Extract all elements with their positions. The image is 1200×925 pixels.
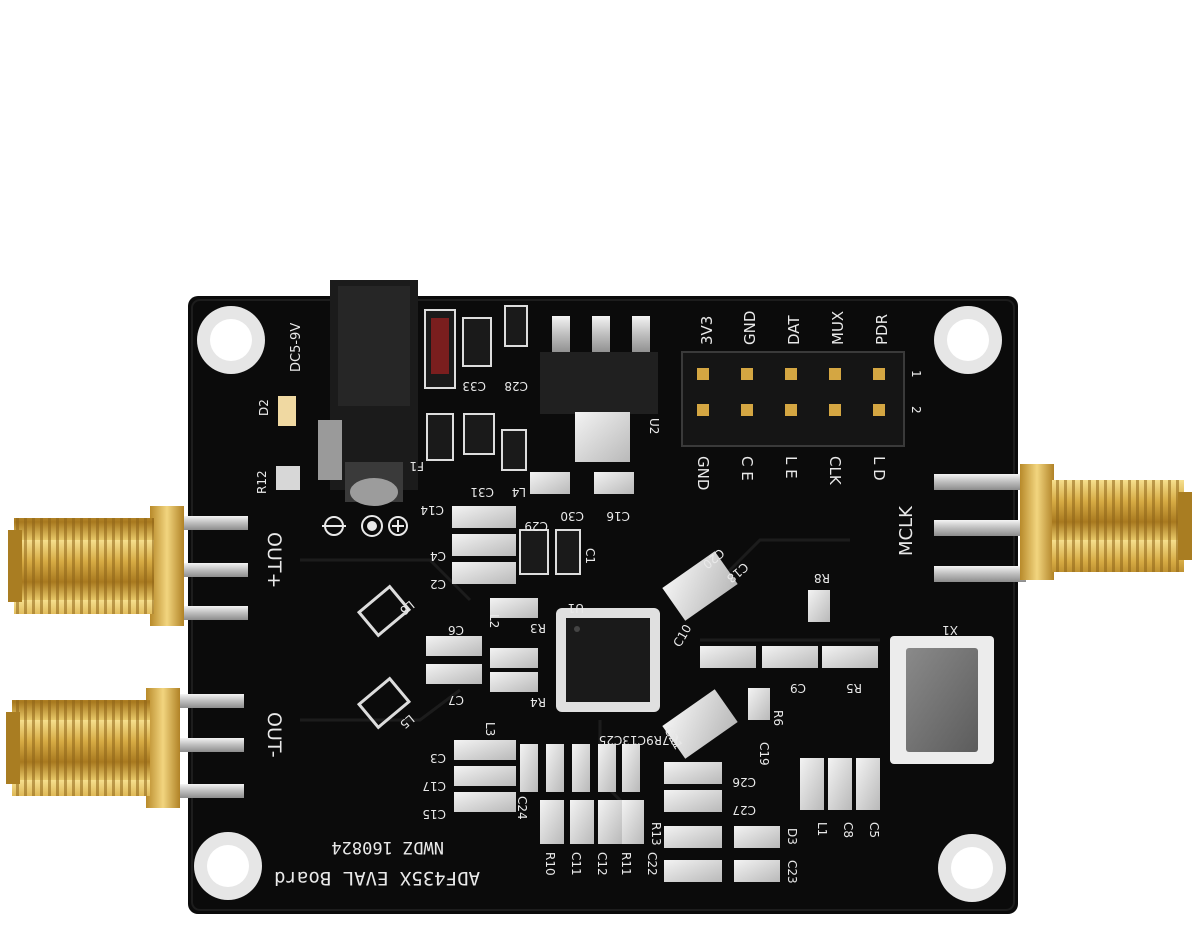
des-d2: D2 xyxy=(257,399,271,416)
des-c12: C12 xyxy=(595,852,609,876)
des-c16: C16 xyxy=(606,509,630,523)
des-r5: R5 xyxy=(846,681,862,695)
row-mark-1: 1 xyxy=(909,370,923,378)
des-c1: C1 xyxy=(583,548,597,564)
des-d3: D3 xyxy=(785,828,799,845)
pin-label-ld: L D xyxy=(870,456,888,481)
crystal-x1 xyxy=(890,636,994,764)
des-c17: C17 xyxy=(422,779,446,793)
des-r6: R6 xyxy=(771,710,785,726)
des-c31: C31 xyxy=(470,485,494,499)
des-c3: C3 xyxy=(430,751,446,765)
des-c11: C11 xyxy=(569,852,583,876)
des-c27: C27 xyxy=(732,803,756,817)
label-out-plus: OUT+ xyxy=(263,532,285,588)
passive-components xyxy=(276,305,880,882)
board-version: NWDZ 160824 xyxy=(331,837,444,857)
pin-label-dat: DAT xyxy=(785,315,803,345)
mounting-holes xyxy=(194,306,1006,902)
pin-header xyxy=(681,351,905,447)
board-title: ADF435X EVAL Board xyxy=(274,867,480,889)
des-c29: C29 xyxy=(524,519,548,533)
des-u1: U1 xyxy=(568,601,584,615)
des-f1: F1 xyxy=(409,459,424,473)
des-c9: C9 xyxy=(790,681,806,695)
des-r13: R13 xyxy=(649,822,663,846)
des-c26: C26 xyxy=(732,775,756,789)
dc-power-jack xyxy=(318,280,418,506)
header-labels-bottom: GND C E L E CLK L D 1 2 xyxy=(694,370,923,490)
pin-label-3v3: 3V3 xyxy=(698,316,716,345)
des-c8: C8 xyxy=(841,822,855,838)
sma-connector-mclk xyxy=(934,464,1192,582)
des-u2: U2 xyxy=(647,418,661,434)
pin-label-gnd-2: GND xyxy=(694,456,712,490)
pin-label-gnd: GND xyxy=(741,311,759,345)
des-x1: X1 xyxy=(942,623,958,637)
des-r12: R12 xyxy=(255,470,269,494)
des-r11: R11 xyxy=(619,852,633,876)
des-r7r9c13c25: R7R9C13C25 xyxy=(599,733,678,747)
des-c2: C2 xyxy=(430,577,446,591)
des-r8: R8 xyxy=(814,571,830,585)
des-c15: C15 xyxy=(422,807,446,821)
pll-chip-u1 xyxy=(556,608,660,712)
des-r4: R4 xyxy=(530,695,546,709)
header-labels-top: 3V3 GND DAT MUX PDR xyxy=(698,311,891,345)
des-c33: C33 xyxy=(462,379,486,393)
sma-connector-out-plus xyxy=(8,506,248,626)
sma-connector-out-minus xyxy=(6,688,244,808)
des-c5: C5 xyxy=(867,822,881,838)
des-c4: C4 xyxy=(430,549,446,563)
des-l1: L1 xyxy=(815,822,829,836)
des-r10: R10 xyxy=(543,852,557,876)
des-c22: C22 xyxy=(645,852,659,876)
des-r3: R3 xyxy=(530,621,546,635)
des-c30: C30 xyxy=(560,509,584,523)
polarity-symbol xyxy=(322,515,408,537)
des-c6: C6 xyxy=(448,623,464,637)
des-l2: L2 xyxy=(487,614,501,628)
label-out-minus: OUT- xyxy=(263,712,285,758)
row-mark-2: 2 xyxy=(909,406,923,414)
des-l4: L4 xyxy=(512,485,526,499)
label-mclk: MCLK xyxy=(896,505,917,556)
des-c24: C24 xyxy=(515,796,529,820)
pin-label-ce: C E xyxy=(738,456,756,481)
des-c7: C7 xyxy=(448,693,464,707)
des-l3: L3 xyxy=(483,722,497,736)
pin-label-le: L E xyxy=(782,456,800,479)
des-c14: C14 xyxy=(420,503,444,517)
des-c23: C23 xyxy=(785,860,799,884)
regulator-u2 xyxy=(540,316,658,462)
des-c28: C28 xyxy=(504,379,528,393)
des-c19: C19 xyxy=(757,742,771,766)
pin-label-mux: MUX xyxy=(829,311,847,345)
pin-label-pdr: PDR xyxy=(873,314,891,345)
pin-label-clk: CLK xyxy=(826,456,844,486)
label-power: DC5-9V xyxy=(289,323,304,372)
